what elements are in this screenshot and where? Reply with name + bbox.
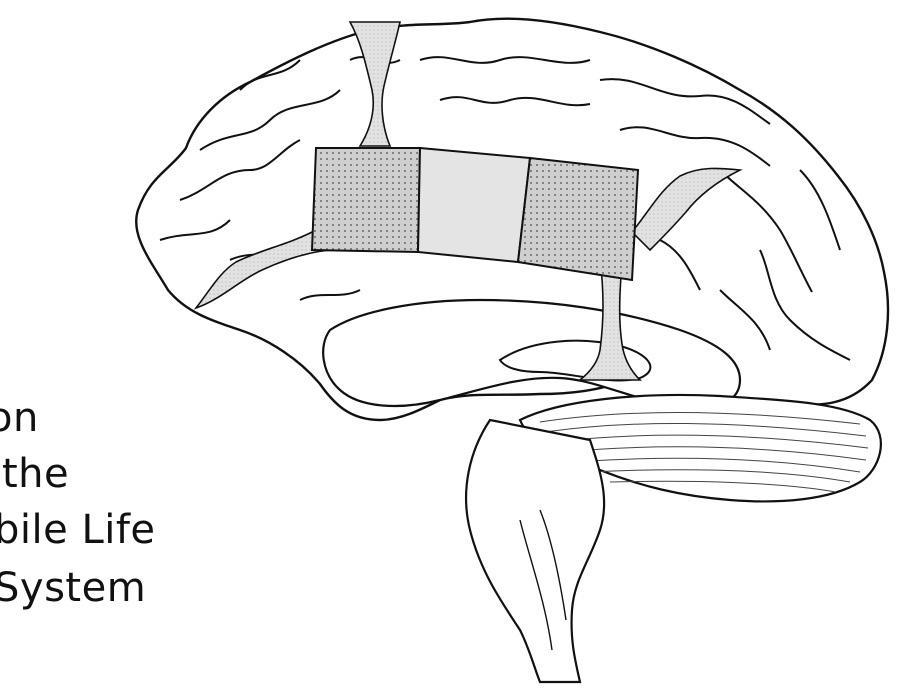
caption-line-2: the bbox=[2, 452, 69, 496]
caption-line-1: on bbox=[0, 396, 39, 440]
caption-line-3: bile Life bbox=[0, 508, 156, 552]
caption-line-4: System bbox=[0, 566, 146, 610]
brainstem bbox=[466, 420, 604, 682]
